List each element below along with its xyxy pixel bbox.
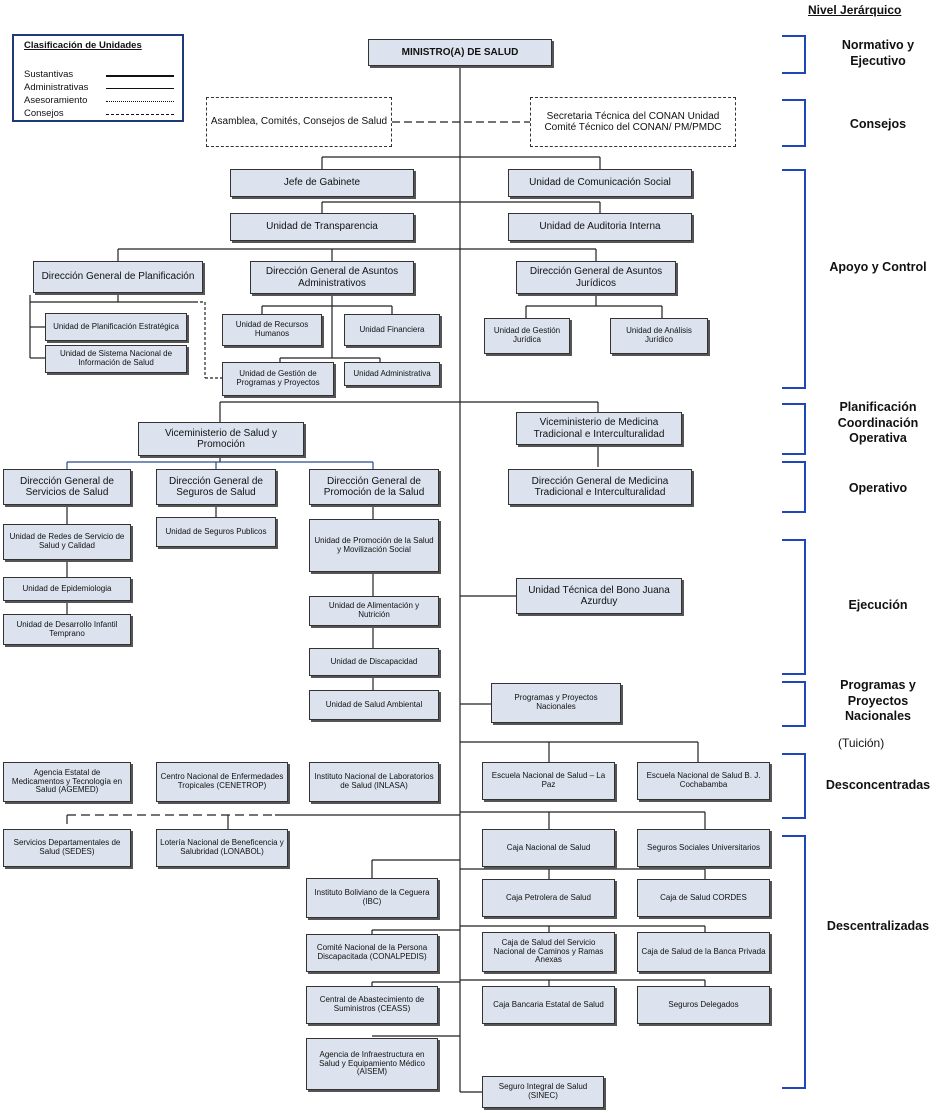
unit-caja-cordes: Caja de Salud CORDES xyxy=(637,879,770,917)
unit-ministro: MINISTRO(A) DE SALUD xyxy=(368,39,552,66)
unit-comunicacion: Unidad de Comunicación Social xyxy=(508,169,692,197)
unit-dg-administrativos: Dirección General de Asuntos Administrat… xyxy=(250,261,414,294)
unit-cenetrop: Centro Nacional de Enfermedades Tropical… xyxy=(156,762,288,802)
unit-caja-banca: Caja de Salud de la Banca Privada xyxy=(637,932,770,972)
unit-alimentacion: Unidad de Alimentación y Nutrición xyxy=(309,596,439,626)
legend-line-dashed xyxy=(106,114,174,115)
unit-vm-salud-promocion: Viceministerio de Salud y Promoción xyxy=(138,422,304,456)
unit-dg-medicina-tradicional: Dirección General de Medicina Tradiciona… xyxy=(508,469,692,505)
unit-escuela-lapaz: Escuela Nacional de Salud – La Paz xyxy=(482,762,615,800)
unit-jefe-gabinete: Jefe de Gabinete xyxy=(230,169,414,197)
unit-auditoria: Unidad de Auditoria Interna xyxy=(508,213,692,241)
unit-caja-petrolera: Caja Petrolera de Salud xyxy=(482,879,615,917)
unit-programas-nacionales: Programas y Proyectos Nacionales xyxy=(491,683,621,723)
unit-analisis-juridico: Unidad de Análisis Jurídico xyxy=(610,318,708,354)
unit-escuela-cbba: Escuela Nacional de Salud B. J. Cochabam… xyxy=(637,762,770,800)
legend-item-asesoramiento: Asesoramiento xyxy=(24,95,88,106)
unit-redes: Unidad de Redes de Servicio de Salud y C… xyxy=(3,524,131,560)
unit-administrativa: Unidad Administrativa xyxy=(344,362,440,386)
unit-dg-planificacion: Dirección General de Planificación xyxy=(33,261,203,293)
level-consejos: Consejos xyxy=(849,117,907,131)
unit-rrhh: Unidad de Recursos Humanos xyxy=(222,314,322,346)
level-descentralizadas: Descentralizadas xyxy=(826,919,930,933)
unit-plan-estrategica: Unidad de Planificación Estratégica xyxy=(45,313,187,341)
legend: Clasificación de Unidades Sustantivas Ad… xyxy=(12,34,184,122)
unit-sistema-info: Unidad de Sistema Nacional de Informació… xyxy=(45,345,187,373)
level-programas: Programas y Proyectos Nacionales xyxy=(840,678,916,724)
unit-ceass: Central de Abastecimiento de Suministros… xyxy=(306,986,438,1024)
unit-inlasa: Instituto Nacional de Laboratorios de Sa… xyxy=(309,762,439,802)
unit-salud-ambiental: Unidad de Salud Ambiental xyxy=(309,690,439,720)
legend-item-consejos: Consejos xyxy=(24,108,64,119)
unit-gestion-juridica: Unidad de Gestión Jurídica xyxy=(484,318,570,354)
unit-lonabol: Lotería Nacional de Beneficencia y Salub… xyxy=(156,829,288,867)
unit-bono: Unidad Técnica del Bono Juana Azurduy xyxy=(516,578,682,614)
unit-desarrollo-infantil: Unidad de Desarrollo Infantil Temprano xyxy=(3,614,131,645)
unit-dg-servicios: Dirección General de Servicios de Salud xyxy=(3,469,131,505)
levels-header: Nivel Jerárquico xyxy=(808,3,902,17)
legend-item-sustantivas: Sustantivas xyxy=(24,69,74,80)
unit-caja-nacional: Caja Nacional de Salud xyxy=(482,829,615,867)
level-desconcentradas: Desconcentradas xyxy=(825,778,931,792)
unit-sedes: Servicios Departamentales de Salud (SEDE… xyxy=(3,829,131,867)
unit-promocion-movilizacion: Unidad de Promoción de la Salud y Movili… xyxy=(309,519,439,572)
level-planificacion: Planificación Coordinación Operativa xyxy=(837,400,919,446)
level-tuicion: (Tuición) xyxy=(838,736,885,750)
legend-line-solid-thick xyxy=(106,75,174,77)
unit-agemed: Agencia Estatal de Medicamentos y Tecnol… xyxy=(3,762,131,802)
unit-vm-medicina-tradicional: Viceministerio de Medicina Tradicional e… xyxy=(516,412,682,445)
unit-sinec: Seguro Integral de Salud (SINEC) xyxy=(482,1076,604,1108)
unit-seguros-delegados: Seguros Delegados xyxy=(637,986,770,1024)
unit-transparencia: Unidad de Transparencia xyxy=(230,213,414,241)
unit-discapacidad: Unidad de Discapacidad xyxy=(309,648,439,676)
unit-asamblea: Asamblea, Comités, Consejos de Salud xyxy=(206,97,392,147)
unit-dg-juridicos: Dirección General de Asuntos Jurídicos xyxy=(516,261,676,294)
unit-caja-bancaria: Caja Bancaria Estatal de Salud xyxy=(482,986,615,1024)
unit-ibc: Instituto Boliviano de la Ceguera (IBC) xyxy=(306,878,438,918)
unit-gestion-programas: Unidad de Gestión de Programas y Proyect… xyxy=(222,362,334,396)
level-ejecucion: Ejecución xyxy=(848,598,908,612)
unit-epidemiologia: Unidad de Epidemiologia xyxy=(3,577,131,601)
unit-seguros-universitarios: Seguros Sociales Universitarios xyxy=(637,829,770,867)
level-apoyo: Apoyo y Control xyxy=(829,260,927,274)
unit-caja-caminos: Caja de Salud del Servicio Nacional de C… xyxy=(482,932,615,972)
unit-aisem: Agencia de Infraestructura en Salud y Eq… xyxy=(306,1038,438,1090)
legend-line-solid-thin xyxy=(106,88,174,89)
unit-financiera: Unidad Financiera xyxy=(344,314,440,346)
unit-conan: Secretaria Técnica del CONAN Unidad Comi… xyxy=(530,97,736,147)
unit-seguros-publicos: Unidad de Seguros Publicos xyxy=(156,517,276,547)
level-normativo: Normativo y Ejecutivo xyxy=(841,38,915,68)
unit-conalpedis: Comité Nacional de la Persona Discapacit… xyxy=(306,934,438,972)
legend-item-administrativas: Administrativas xyxy=(24,82,89,93)
unit-dg-seguros: Dirección General de Seguros de Salud xyxy=(156,469,276,505)
unit-dg-promocion: Dirección General de Promoción de la Sal… xyxy=(309,469,439,505)
legend-title: Clasificación de Unidades xyxy=(24,40,142,51)
legend-line-dotted xyxy=(106,101,174,102)
level-operativo: Operativo xyxy=(848,481,908,495)
